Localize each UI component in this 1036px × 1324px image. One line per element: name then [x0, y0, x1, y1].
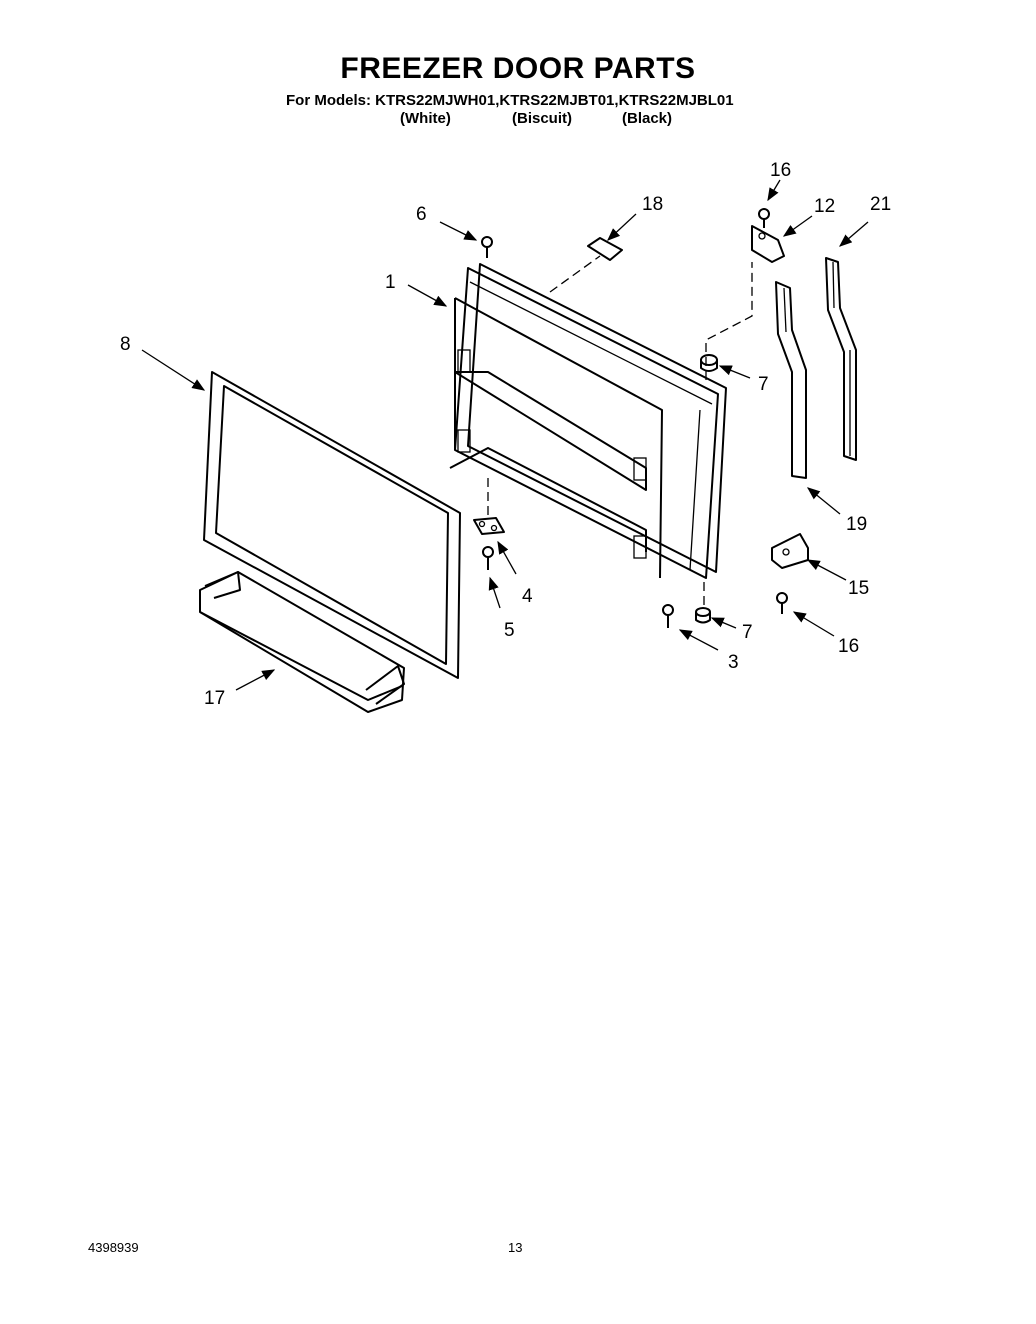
callout-19: 19 [846, 514, 867, 535]
leader-21 [839, 221, 869, 247]
bottom-hinge [771, 533, 809, 569]
callout-1: 1 [385, 272, 396, 293]
callout-7-bottom: 7 [742, 622, 753, 643]
leader-6 [439, 221, 478, 241]
leader-17 [235, 669, 276, 691]
leader-19 [806, 487, 841, 515]
door-shelf [199, 571, 405, 713]
callout-21: 21 [870, 194, 891, 215]
screw-top-16 [758, 208, 770, 228]
leader-8 [141, 349, 206, 391]
leader-4 [497, 540, 517, 575]
door-gasket [203, 371, 461, 679]
callout-18: 18 [642, 194, 663, 215]
page-title: FREEZER DOOR PARTS [340, 52, 696, 85]
callout-8: 8 [120, 334, 131, 355]
handle-trim [825, 257, 857, 461]
models-line: For Models: KTRS22MJWH01,KTRS22MJBT01,KT… [286, 92, 734, 109]
leader-12 [782, 215, 813, 237]
door-label [587, 237, 623, 261]
stop-bracket [473, 517, 505, 535]
leader-18 [607, 213, 637, 241]
variant-black: (Black) [622, 110, 673, 127]
document-number: 4398939 [88, 1240, 139, 1255]
leader-1 [407, 284, 448, 307]
screw-5 [482, 546, 494, 570]
leader-16-bottom [792, 611, 835, 637]
screw-3 [662, 604, 674, 628]
leader-7-bottom [710, 617, 737, 629]
callout-16-bottom: 16 [838, 636, 859, 657]
hinge-alignment-line [705, 262, 753, 380]
variant-white: (White) [400, 110, 451, 127]
callout-6: 6 [416, 204, 427, 225]
callout-12: 12 [814, 196, 835, 217]
leader-15 [806, 559, 847, 581]
door-handle [775, 281, 807, 479]
variant-biscuit: (Biscuit) [512, 110, 572, 127]
callout-4: 4 [522, 586, 533, 607]
hinge-bushing-top [700, 354, 718, 372]
leader-3 [678, 629, 719, 651]
freezer-door [449, 263, 727, 579]
label-alignment-line [549, 255, 601, 293]
screw-bottom-16 [776, 592, 788, 614]
callout-5: 5 [504, 620, 515, 641]
page-number: 13 [508, 1240, 523, 1255]
callout-15: 15 [848, 578, 869, 599]
leader-16-top [767, 179, 781, 202]
callout-17: 17 [204, 688, 225, 709]
leader-5 [488, 576, 501, 609]
top-hinge [751, 225, 785, 263]
leader-7-top [718, 365, 751, 379]
callout-7-top: 7 [758, 374, 769, 395]
screw-top-6 [481, 236, 493, 258]
callout-16-top: 16 [770, 160, 791, 181]
callout-3: 3 [728, 652, 739, 673]
hinge-bushing-bottom [695, 607, 711, 624]
